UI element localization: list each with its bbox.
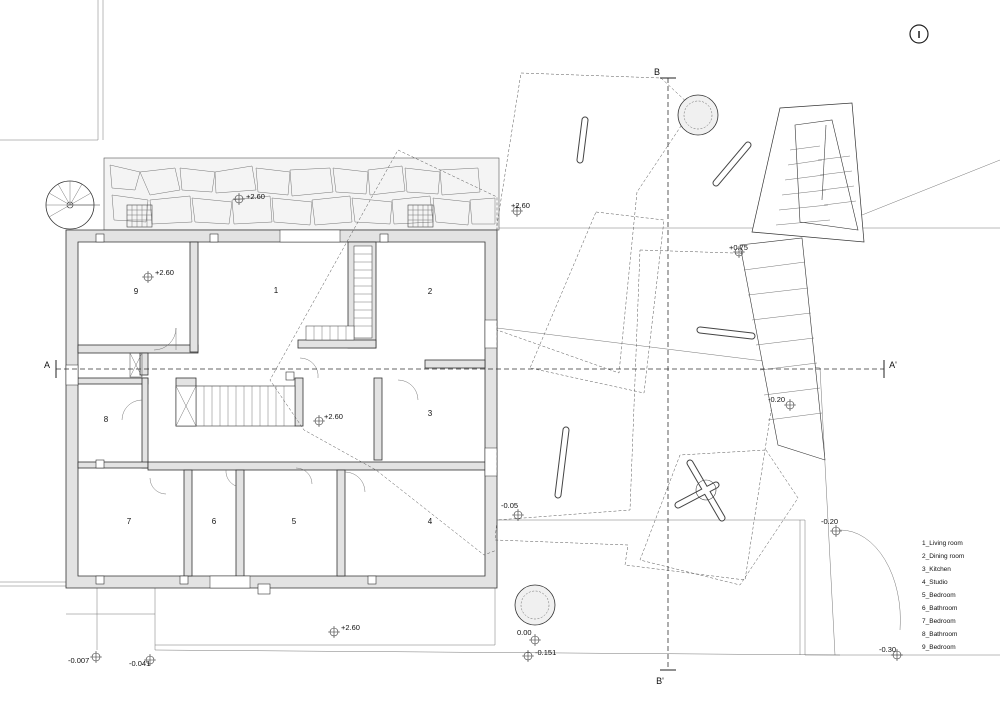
level-label: +2.60 (341, 623, 360, 632)
north-arrow-icon: I (909, 24, 929, 44)
section-a-prime-label: A' (889, 360, 897, 370)
room-legend: 1_Living room 2_Dining room 3_Kitchen 4_… (922, 540, 964, 651)
room-label-5: 5 (292, 517, 297, 526)
columns (95, 233, 389, 585)
level-label: 0.00 (517, 628, 532, 637)
room-label-1: 1 (274, 286, 279, 295)
level-label: -0.007 (68, 656, 89, 665)
room-label-8: 8 (104, 415, 109, 424)
exterior-stair (739, 102, 865, 461)
legend-item: 4_Studio (922, 579, 948, 586)
level-label: -0.05 (501, 501, 518, 510)
door-swings (121, 327, 419, 495)
section-b-label: B (654, 67, 660, 77)
room-label-3: 3 (428, 409, 433, 418)
garden-elements (514, 94, 756, 626)
level-label: -0.151 (535, 648, 556, 657)
level-label: +2.60 (511, 201, 530, 210)
legend-item: 7_Bedroom (922, 618, 956, 625)
level-label: +2.60 (324, 412, 343, 421)
legend-item: 8_Bathroom (922, 631, 957, 638)
room-label-2: 2 (428, 287, 433, 296)
level-label: +2.60 (246, 192, 265, 201)
legend-item: 2_Dining room (922, 553, 964, 560)
legend-item: 3_Kitchen (922, 566, 951, 573)
kitchen-counter (305, 245, 373, 341)
level-label: -0.20 (768, 395, 785, 404)
level-label: -0.041 (129, 659, 150, 668)
room-label-7: 7 (127, 517, 132, 526)
site-lines (0, 0, 1000, 656)
interior-stair (175, 385, 296, 427)
level-label: +2.60 (155, 268, 174, 277)
terrace-paving (103, 157, 500, 231)
section-b-prime-label: B' (656, 676, 664, 686)
level-marker-icons (90, 193, 903, 666)
legend-item: 1_Living room (922, 540, 963, 547)
section-lines (55, 77, 885, 671)
level-label: -0.20 (821, 517, 838, 526)
level-label: -0.30 (879, 645, 896, 654)
section-a-label: A (44, 360, 50, 370)
north-label: I (918, 30, 921, 41)
legend-item: 5_Bedroom (922, 592, 956, 599)
legend-item: 6_Bathroom (922, 605, 957, 612)
spiral-stair-icon (45, 180, 100, 230)
legend-item: 9_Bedroom (922, 644, 956, 651)
roof-outlines (269, 72, 799, 586)
room-label-4: 4 (428, 517, 433, 526)
room-label-6: 6 (212, 517, 217, 526)
level-label: +0.75 (729, 243, 748, 252)
room-label-9: 9 (134, 287, 139, 296)
